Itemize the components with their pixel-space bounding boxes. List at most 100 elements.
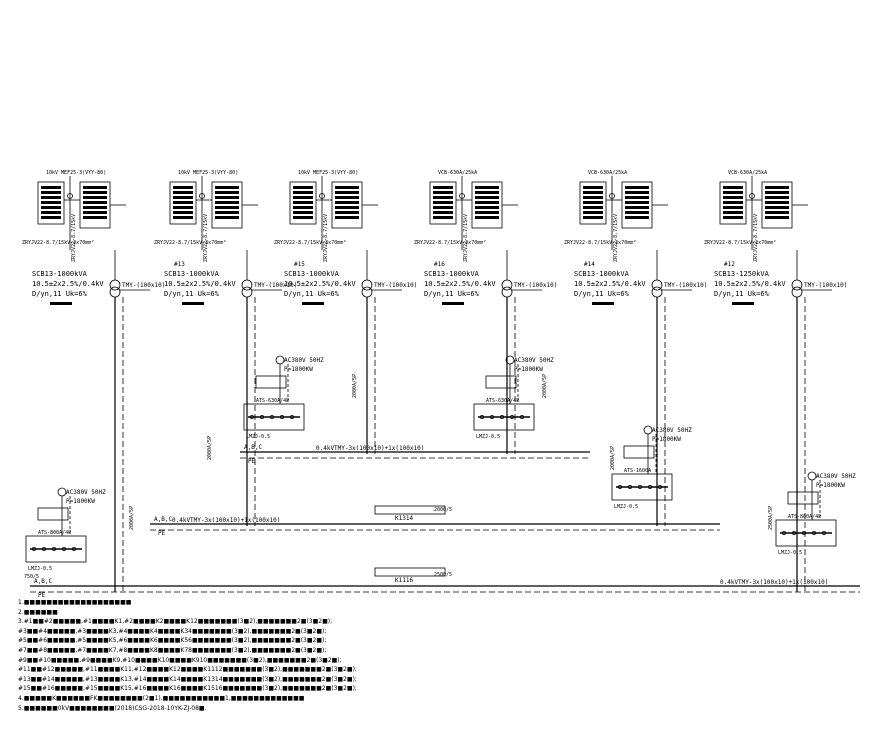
transformer-unit: 10kV MEF25-3(VYY-80)ZRYJV22-8.7/15kVZRYJ…	[274, 170, 417, 320]
dense-text-mark	[625, 191, 649, 194]
switchgear-panel	[169, 181, 197, 225]
switchgear-panel	[429, 181, 457, 225]
dense-text-mark	[173, 191, 193, 194]
dense-text-mark	[732, 302, 754, 305]
transformer-ratio: 10.5±2x2.5%/0.4kV	[164, 280, 236, 288]
dense-text-mark	[173, 196, 193, 199]
breaker-node	[459, 193, 465, 199]
ct-label: LMZJ-0.5	[28, 566, 52, 572]
contact-node	[509, 414, 514, 419]
dense-text-mark	[173, 211, 193, 214]
dense-text-mark	[433, 201, 453, 204]
ats-label: ATS-800A/4P	[38, 530, 71, 536]
transformer-number: #15	[294, 261, 305, 268]
secondary-riser	[506, 297, 516, 454]
dense-text-mark	[215, 211, 239, 214]
dense-text-mark	[41, 196, 61, 199]
ct-ratio: 750/5	[24, 574, 39, 580]
bus-spec: TMY-3x(100x10)+1x(100x10)	[334, 445, 424, 452]
contact-node	[489, 414, 494, 419]
contact-node	[618, 484, 623, 489]
bus-coupler-label: K1116	[395, 577, 413, 584]
generator-rating: AC380V 50HZ	[816, 473, 856, 480]
switch-block	[473, 403, 535, 431]
ats-label: ATS-630A/4P	[486, 398, 519, 404]
busbar-spec: TMY-(100x10)	[374, 282, 417, 289]
feeder-label: VCB-630A/25kA	[438, 170, 477, 176]
dense-text-mark	[583, 216, 603, 219]
contact-node	[499, 414, 504, 419]
secondary-riser	[246, 297, 256, 526]
contact-node	[52, 547, 57, 552]
dense-text-mark	[293, 206, 313, 209]
generator-power: P=1800KW	[514, 366, 543, 373]
contact-node	[802, 531, 807, 536]
switchgear-panel	[579, 181, 607, 225]
dense-text-mark	[765, 206, 789, 209]
transformer-ratio: 10.5±2x2.5%/0.4kV	[424, 280, 496, 288]
busbar-spec: TMY-(100x10)	[664, 282, 707, 289]
note-line: #3■■#4■■■■■,#3■■■■K3,#4■■■■K4■■■■K34■■■■…	[18, 627, 327, 635]
contact-node	[792, 531, 797, 536]
riser-rating: 2000A/5P	[207, 436, 213, 460]
riser-rating: 2000A/5P	[542, 374, 548, 398]
ats-panel	[37, 507, 69, 521]
dense-text-mark	[41, 216, 61, 219]
ats-panel	[787, 491, 819, 505]
busbar-spec: TMY-(100x10)	[254, 282, 297, 289]
generator-power: P=1800KW	[66, 498, 95, 505]
transformer-group: D/yn,11 Uk=6%	[574, 290, 630, 298]
note-line: #11■■#12■■■■■,#11■■■■K11,#12■■■■K12■■■■K…	[18, 666, 357, 674]
transformer-winding	[791, 286, 803, 298]
switchgear-panel	[719, 181, 747, 225]
dense-text-mark	[592, 302, 614, 305]
ct-label: LMZJ-0.5	[476, 434, 500, 440]
note-line: 2.■■■■■■	[18, 608, 58, 616]
dense-text-mark	[723, 186, 743, 189]
dense-text-mark	[215, 206, 239, 209]
dense-text-mark	[723, 196, 743, 199]
contact-node	[479, 414, 484, 419]
transformer-model: SCB13-1000kVA	[424, 270, 480, 278]
transformer-ratio: 10.5±2x2.5%/0.4kV	[714, 280, 786, 288]
transformer-unit: VCB-630A/25kAZRYJV22-8.7/15kVZRYJV22-8.7…	[564, 170, 707, 320]
secondary-riser	[366, 297, 376, 454]
dense-text-mark	[442, 302, 464, 305]
contact-node	[42, 547, 47, 552]
cable-spec-vertical: ZRYJV22-8.7/15kV	[71, 214, 77, 262]
design-notes: 1.■■■■■■■■■■■■■■■■■■■ 2.■■■■■■ 3.#1■■#2■…	[18, 598, 618, 713]
generator-rating: AC380V 50HZ	[652, 427, 692, 434]
ct-label: LMZJ-0.5	[246, 434, 270, 440]
cable-spec-vertical: ZRYJV22-8.7/15kV	[463, 214, 469, 262]
cable-spec: ZRYJV22-8.7/15kV-3x70mm²	[274, 240, 346, 246]
generator-symbol	[643, 425, 653, 435]
secondary-riser	[114, 297, 124, 592]
bus-pe-label: PE	[248, 458, 256, 465]
dense-text-mark	[293, 186, 313, 189]
generator-symbol	[275, 355, 285, 365]
transformer-model: SCB13-1000kVA	[32, 270, 88, 278]
contact-node	[249, 414, 254, 419]
dense-text-mark	[293, 201, 313, 204]
contact-node	[782, 531, 787, 536]
bus-voltage: 0.4kV	[316, 445, 334, 452]
dense-text-mark	[215, 196, 239, 199]
breaker-node	[609, 193, 615, 199]
transformer-unit: 10kV MEF25-3(VYY-80)ZRYJV22-8.7/15kVZRYJ…	[22, 170, 165, 320]
dense-text-mark	[215, 191, 239, 194]
switch-block	[25, 535, 87, 563]
note-line: #9■■#10■■■■■,#9■■■■K9,#10■■■■K10■■■■K910…	[18, 656, 342, 664]
contact-node	[658, 484, 663, 489]
dense-text-mark	[41, 186, 61, 189]
generator-rating: AC380V 50HZ	[284, 357, 324, 364]
transformer-number: #13	[174, 261, 185, 268]
feeder-label: VCB-630A/25kA	[728, 170, 767, 176]
bus-phase-label: A,B,C	[244, 444, 262, 451]
dense-text-mark	[83, 206, 107, 209]
dense-text-mark	[583, 191, 603, 194]
dense-text-mark	[765, 196, 789, 199]
feeder-label: 10kV MEF25-3(VYY-80)	[46, 170, 106, 176]
